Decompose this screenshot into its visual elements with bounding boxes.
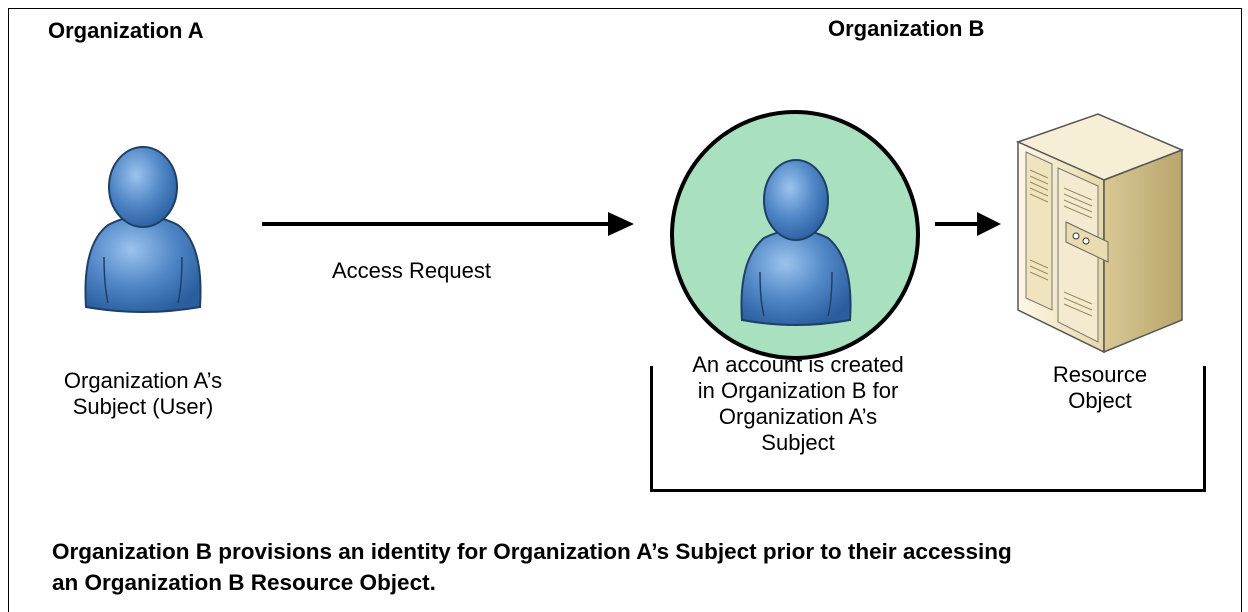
resource-label: Resource Object xyxy=(1010,362,1190,414)
server-icon xyxy=(1015,113,1184,354)
diagram-frame xyxy=(8,8,1242,612)
account-label-line4: Subject xyxy=(761,430,835,455)
user-icon xyxy=(740,159,852,326)
subject-label-line1: Organization A’s xyxy=(63,368,223,393)
account-label-line3: Organization A’s xyxy=(718,404,878,429)
account-label-line2: in Organization B for xyxy=(697,378,899,403)
account-circle xyxy=(670,110,920,360)
org-a-title: Organization A xyxy=(48,18,204,43)
access-request-label: Access Request xyxy=(332,258,491,283)
subject-label-line2: Subject (User) xyxy=(72,394,214,419)
subject-label: Organization A’s Subject (User) xyxy=(38,368,248,420)
org-b-title: Organization B xyxy=(828,16,985,41)
resource-label-line1: Resource xyxy=(1052,362,1148,387)
caption: Organization B provisions an identity fo… xyxy=(52,536,1012,598)
resource-label-line2: Object xyxy=(1068,388,1132,413)
resource-arrow xyxy=(935,212,1001,236)
organization-b-bracket xyxy=(650,366,1206,492)
access-request-arrow xyxy=(262,212,634,236)
user-icon xyxy=(84,146,202,313)
caption-line2: an Organization B Resource Object. xyxy=(52,570,436,595)
caption-line1: Organization B provisions an identity fo… xyxy=(52,539,1012,564)
account-label-line1: An account is created xyxy=(692,352,904,377)
account-label: An account is created in Organization B … xyxy=(652,352,944,456)
